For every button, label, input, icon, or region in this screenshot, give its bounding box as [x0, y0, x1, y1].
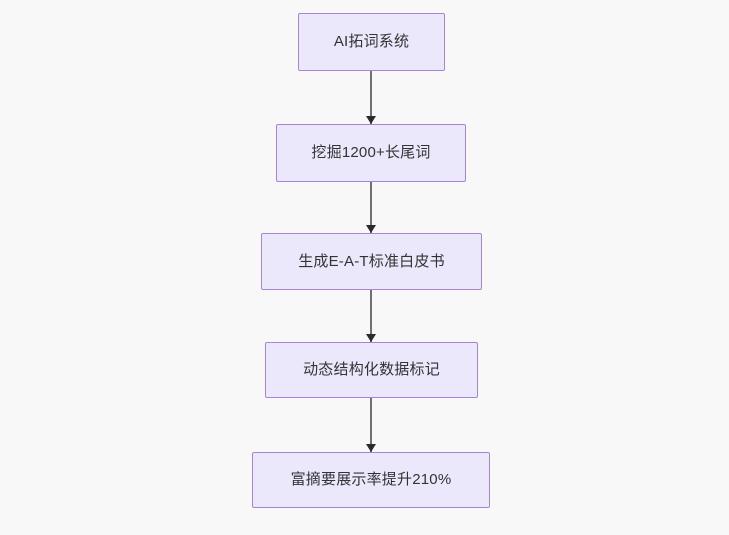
flow-node-label: 富摘要展示率提升210% [290, 471, 452, 488]
connector-line [370, 71, 372, 124]
flow-node-longtail-keywords[interactable]: 挖掘1200+长尾词 [276, 124, 466, 182]
connector-line [370, 398, 372, 452]
connector-line [370, 290, 372, 342]
arrow-head-icon [366, 116, 376, 124]
flow-node-label: 动态结构化数据标记 [303, 361, 440, 378]
flow-node-eat-whitepaper[interactable]: 生成E-A-T标准白皮书 [261, 233, 482, 290]
flow-node-structured-data-markup[interactable]: 动态结构化数据标记 [265, 342, 478, 398]
arrow-head-icon [366, 225, 376, 233]
flow-node-label: 挖掘1200+长尾词 [311, 144, 431, 161]
flow-node-rich-snippet-result[interactable]: 富摘要展示率提升210% [252, 452, 490, 508]
arrow-head-icon [366, 444, 376, 452]
arrow-head-icon [366, 334, 376, 342]
connector-line [370, 182, 372, 233]
flow-node-label: AI拓词系统 [333, 33, 410, 50]
flow-node-ai-keyword-system[interactable]: AI拓词系统 [298, 13, 445, 71]
flow-node-label: 生成E-A-T标准白皮书 [298, 252, 445, 270]
